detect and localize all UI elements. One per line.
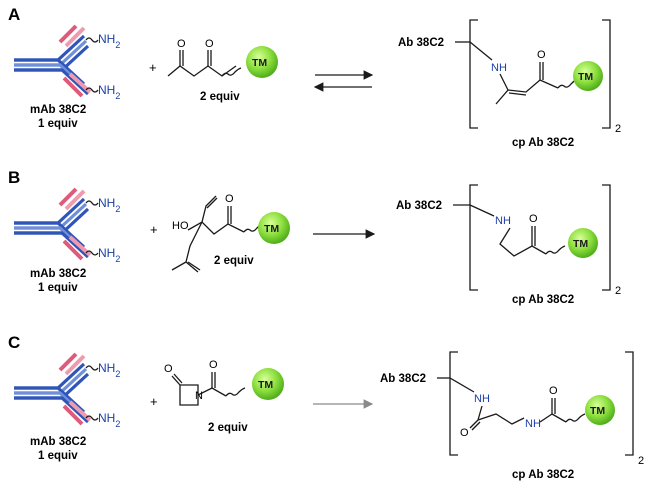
product-c-oxygen-2: O [549, 385, 558, 397]
tm-ball-c-product [585, 395, 615, 425]
product-a-oxygen: O [537, 49, 546, 61]
product-a-bond-1 [469, 41, 493, 61]
antibody-equiv-a: 1 equiv [38, 118, 78, 130]
product-a-nh: NH [491, 62, 507, 74]
tm-label-a-product: TM [578, 71, 593, 83]
product-label-c: cp Ab 38C2 [512, 469, 574, 481]
plus-a: + [149, 60, 157, 75]
reagent-a-oxygen-1: O [177, 38, 186, 50]
wavy-bond-b-top [85, 200, 99, 206]
amine-a-top: NH2 [98, 32, 120, 50]
reagent-c [171, 372, 246, 406]
reagent-c-oxygen-1: O [164, 363, 173, 375]
wavy-bond-a-bottom [85, 87, 99, 93]
tm-ball-c-reagent [252, 368, 284, 400]
antibody-label-a: mAb 38C2 [30, 104, 86, 116]
product-label-a: cp Ab 38C2 [512, 137, 574, 149]
subscript-a: 2 [615, 123, 621, 135]
product-ab-c: Ab 38C2 [380, 373, 426, 385]
amine-c-top: NH2 [98, 361, 120, 379]
product-b-nh: NH [495, 215, 511, 227]
product-label-b: cp Ab 38C2 [512, 294, 574, 306]
product-ab-a: Ab 38C2 [398, 37, 444, 49]
tm-label-c-product: TM [590, 405, 605, 417]
reagent-equiv-c: 2 equiv [208, 422, 248, 434]
product-c-nh-2: NH [525, 418, 541, 430]
antibody-b [12, 187, 92, 261]
amine-b-top: NH2 [98, 196, 120, 214]
reagent-a [167, 50, 242, 77]
product-a-bracket [469, 19, 611, 129]
reagent-b-hydroxyl: HO [172, 220, 189, 232]
product-c-bond-1 [449, 377, 475, 393]
wavy-bond-a-top [85, 37, 99, 43]
panel-letter-b: B [8, 168, 20, 187]
plus-c: + [150, 394, 158, 409]
reagent-c-nitrogen: N [195, 390, 203, 402]
tm-label-b-reagent: TM [264, 223, 279, 235]
reagent-equiv-b: 2 equiv [214, 255, 254, 267]
tm-label-c-reagent: TM [258, 379, 273, 391]
subscript-c: 2 [638, 455, 644, 467]
product-c-oxygen-1: O [460, 427, 469, 439]
product-b-oxygen: O [529, 213, 538, 225]
tm-label-b-product: TM [573, 238, 588, 250]
reagent-b-oxygen: O [225, 193, 234, 205]
wavy-bond-c-top [85, 365, 99, 371]
product-ab-b: Ab 38C2 [396, 200, 442, 212]
product-b-bond-1 [469, 204, 495, 217]
amine-b-bottom: NH2 [98, 246, 120, 264]
amine-a-bottom: NH2 [98, 83, 120, 101]
reagent-equiv-a: 2 equiv [200, 91, 240, 103]
antibody-equiv-c: 1 equiv [38, 450, 78, 462]
tm-label-a-reagent: TM [252, 57, 267, 69]
antibody-c [12, 352, 92, 426]
panel-letter-c: C [8, 333, 20, 352]
amine-c-bottom: NH2 [98, 411, 120, 429]
wavy-bond-c-bottom [85, 415, 99, 421]
tm-ball-a-product [573, 61, 603, 91]
tm-ball-b-reagent [258, 212, 290, 244]
antibody-a [12, 24, 92, 98]
product-a-skeleton [495, 62, 577, 105]
reagent-a-oxygen-2: O [205, 38, 214, 50]
tm-ball-b-product [568, 228, 598, 258]
product-c-nh-1: NH [474, 393, 490, 405]
antibody-label-b: mAb 38C2 [30, 268, 86, 280]
product-c-skeleton [469, 398, 586, 431]
reagent-c-oxygen-2: O [209, 359, 218, 371]
antibody-equiv-b: 1 equiv [38, 282, 78, 294]
wavy-bond-b-bottom [85, 250, 99, 256]
subscript-b: 2 [615, 285, 621, 297]
product-b-bracket [469, 184, 611, 291]
panel-letter-a: A [8, 5, 20, 24]
plus-b: + [150, 222, 158, 237]
tm-ball-a-reagent [246, 46, 278, 78]
antibody-label-c: mAb 38C2 [30, 436, 86, 448]
equilibrium-arrow-a [313, 70, 374, 92]
product-b-skeleton [499, 226, 566, 257]
product-c-bracket [449, 351, 634, 456]
